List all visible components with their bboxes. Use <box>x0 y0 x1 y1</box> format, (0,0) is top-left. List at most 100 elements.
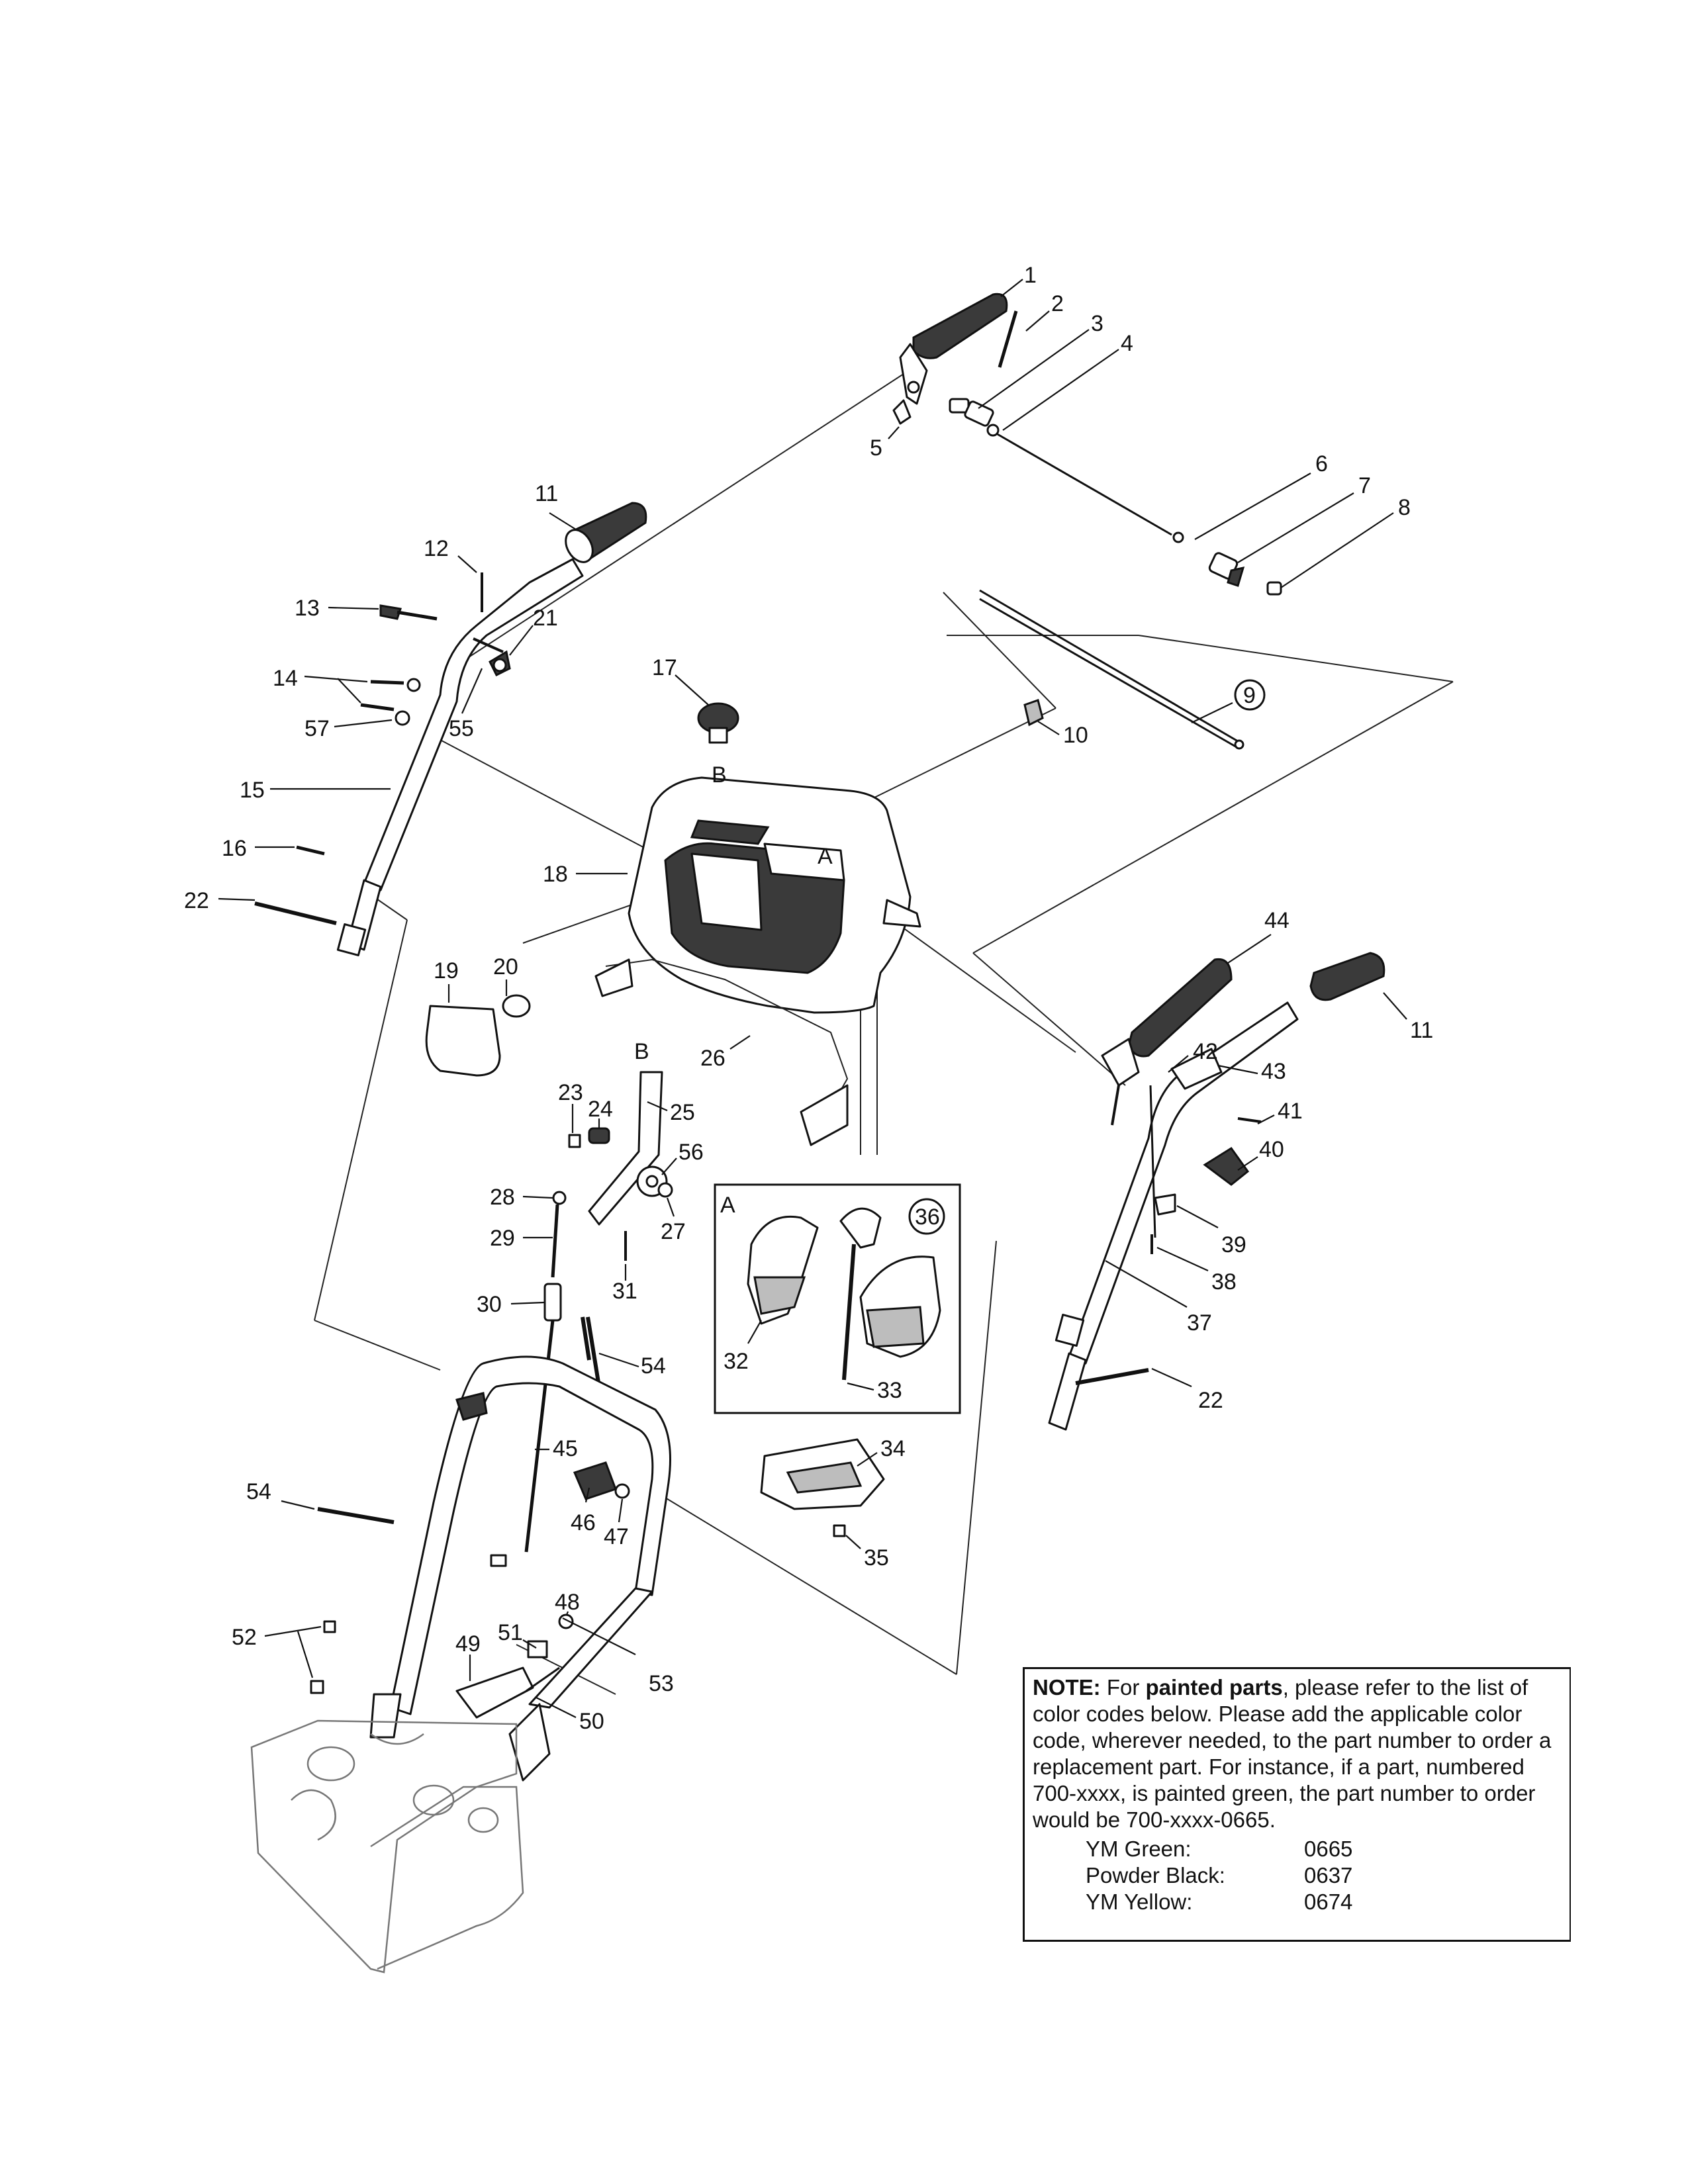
callout-33: 33 <box>847 1378 902 1403</box>
callout-46-label: 46 <box>571 1510 596 1535</box>
callout-6-label: 6 <box>1315 451 1328 477</box>
callout-35-label: 35 <box>864 1545 889 1570</box>
callout-9: 9 <box>1191 679 1266 723</box>
callout-24-label: 24 <box>588 1097 613 1122</box>
lower-handle-hardware <box>310 1316 630 1719</box>
callout-44-label: 44 <box>1264 908 1289 933</box>
callout-5-label: 5 <box>870 435 882 461</box>
callout-18: 18 <box>543 862 628 887</box>
callout-49: 49 <box>455 1631 481 1681</box>
callout-28-label: 28 <box>490 1185 515 1210</box>
callout-27: 27 <box>661 1197 686 1244</box>
callout-19-label: 19 <box>434 958 459 983</box>
callout-16: 16 <box>222 836 295 861</box>
note-text-2: , please refer to the list of color code… <box>1033 1675 1552 1832</box>
callout-56: 56 <box>661 1140 704 1175</box>
ferrule-part <box>949 398 1282 596</box>
spring-rod-part <box>586 1316 601 1387</box>
callout-21: 21 <box>509 606 558 656</box>
callout-14: 14 <box>273 666 368 704</box>
shift-cable-part <box>490 1191 567 1567</box>
color-name: YM Green: <box>1086 1837 1192 1861</box>
callout-1-label: 1 <box>1024 263 1037 288</box>
callout-54-lower: 54 <box>246 1479 315 1510</box>
note-heading: NOTE: <box>1033 1675 1101 1700</box>
color-code: 0637 <box>1304 1863 1353 1888</box>
callout-34: 34 <box>857 1436 906 1467</box>
mounting-bracket-part <box>760 1438 885 1537</box>
callout-22-right-label: 22 <box>1198 1388 1223 1413</box>
callout-14-label: 14 <box>273 666 298 691</box>
callout-39: 39 <box>1176 1205 1246 1257</box>
color-code-row: Powder Black: 0637 <box>1033 1862 1562 1889</box>
callout-37: 37 <box>1105 1260 1212 1336</box>
callout-2: 2 <box>1025 291 1064 332</box>
callout-46: 46 <box>571 1487 596 1535</box>
color-code: 0665 <box>1304 1837 1353 1861</box>
view-marker-b-dash: B <box>712 762 727 788</box>
callout-56-label: 56 <box>679 1140 704 1165</box>
callout-11-right: 11 <box>1383 992 1433 1043</box>
callout-32: 32 <box>724 1320 762 1374</box>
callout-43: 43 <box>1217 1059 1286 1084</box>
callout-10-label: 10 <box>1063 723 1088 748</box>
callout-47: 47 <box>604 1498 629 1549</box>
color-code-row: YM Green: 0665 <box>1033 1836 1562 1862</box>
callout-43-label: 43 <box>1261 1059 1286 1084</box>
callout-19: 19 <box>434 958 459 1003</box>
callout-42-label: 42 <box>1193 1039 1218 1064</box>
note-emphasis: painted parts <box>1145 1675 1283 1700</box>
right-control-lever-part <box>1101 958 1233 1126</box>
color-code: 0674 <box>1304 1889 1353 1914</box>
callout-30-label: 30 <box>477 1292 502 1317</box>
callout-13-label: 13 <box>295 596 320 621</box>
callout-32-label: 32 <box>724 1349 749 1374</box>
callout-49-label: 49 <box>455 1631 481 1657</box>
control-handle-part <box>892 293 1008 425</box>
callout-5: 5 <box>870 426 900 461</box>
callout-29: 29 <box>490 1226 553 1251</box>
snowthrower-housing <box>250 1719 524 1974</box>
color-code-row: YM Yellow: 0674 <box>1033 1889 1562 1915</box>
callout-41-label: 41 <box>1278 1099 1303 1124</box>
callout-31: 31 <box>612 1264 637 1304</box>
callout-38: 38 <box>1156 1246 1237 1295</box>
callout-44: 44 <box>1227 908 1289 964</box>
callout-40-label: 40 <box>1259 1137 1284 1162</box>
callout-34-label: 34 <box>880 1436 906 1461</box>
callout-10: 10 <box>1037 721 1088 748</box>
callout-42: 42 <box>1168 1039 1218 1073</box>
callout-9-label: 9 <box>1243 683 1256 708</box>
callout-11-left: 11 <box>535 481 577 530</box>
callout-8-label: 8 <box>1398 495 1411 520</box>
right-upper-handle-part <box>1048 1001 1299 1431</box>
color-name: Powder Black: <box>1086 1863 1225 1888</box>
callout-37-label: 37 <box>1187 1310 1212 1336</box>
callout-11-left-label: 11 <box>535 481 558 506</box>
callout-51-label: 51 <box>498 1620 523 1645</box>
callout-52: 52 <box>232 1625 322 1678</box>
callout-36: 36 <box>908 1198 945 1235</box>
note-text: NOTE: For painted parts, please refer to… <box>1033 1674 1562 1833</box>
callout-26-label: 26 <box>700 1046 726 1071</box>
color-code-list: YM Green: 0665 Powder Black: 0637 YM Yel… <box>1033 1836 1562 1915</box>
callout-11-right-label: 11 <box>1410 1018 1433 1043</box>
callout-55-label: 55 <box>449 716 474 741</box>
view-marker-b-bracket: B <box>634 1039 649 1064</box>
callout-20-label: 20 <box>493 954 518 979</box>
shift-rod-26-part <box>594 958 849 1146</box>
knob-part <box>697 702 739 744</box>
callout-47-label: 47 <box>604 1524 629 1549</box>
callout-2-label: 2 <box>1051 291 1064 316</box>
callout-35: 35 <box>845 1535 889 1570</box>
callout-33-label: 33 <box>877 1378 902 1403</box>
callout-4-label: 4 <box>1121 331 1133 356</box>
callout-53-label: 53 <box>649 1671 674 1696</box>
callout-25-label: 25 <box>670 1100 695 1125</box>
right-handle-grip-part <box>1309 952 1385 1001</box>
callout-38-label: 38 <box>1211 1269 1237 1295</box>
callout-51: 51 <box>498 1620 537 1649</box>
bushing-part <box>1023 699 1044 727</box>
callout-25: 25 <box>647 1100 695 1125</box>
